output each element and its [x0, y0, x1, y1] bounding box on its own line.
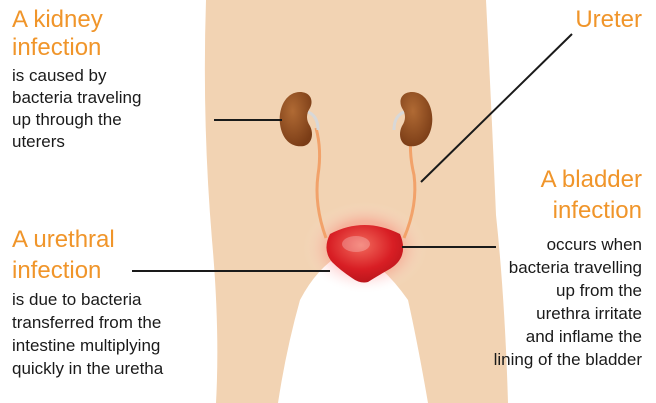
urethral-body-line4: quickly in the uretha [12, 358, 163, 380]
kidney-body-line2: bacteria traveling [12, 87, 141, 109]
urethral-body-line1: is due to bacteria [12, 289, 141, 311]
bladder-body-line4: urethra irritate [536, 303, 642, 325]
urethral-heading-line1: A urethral [12, 226, 115, 254]
bladder-body-line5: and inflame the [526, 326, 642, 348]
urethral-body-line2: transferred from the [12, 312, 161, 334]
kidney-heading-line2: infection [12, 34, 101, 62]
bladder-body-line3: up from the [556, 280, 642, 302]
urethral-body-line3: intestine multiplying [12, 335, 160, 357]
bladder-body-line2: bacteria travelling [509, 257, 642, 279]
kidney-body-line4: uterers [12, 131, 65, 153]
bladder-highlight [342, 236, 370, 252]
body-silhouette [205, 0, 508, 403]
bladder-heading-line2: infection [553, 197, 642, 225]
bladder-heading-line1: A bladder [541, 166, 642, 194]
kidney-body-line1: is caused by [12, 65, 107, 87]
bladder-body-line1: occurs when [547, 234, 642, 256]
ureter-heading: Ureter [575, 6, 642, 34]
kidney-body-line3: up through the [12, 109, 122, 131]
kidney-heading-line1: A kidney [12, 6, 103, 34]
bladder-body-line6: lining of the bladder [494, 349, 642, 371]
urethral-heading-line2: infection [12, 257, 101, 285]
